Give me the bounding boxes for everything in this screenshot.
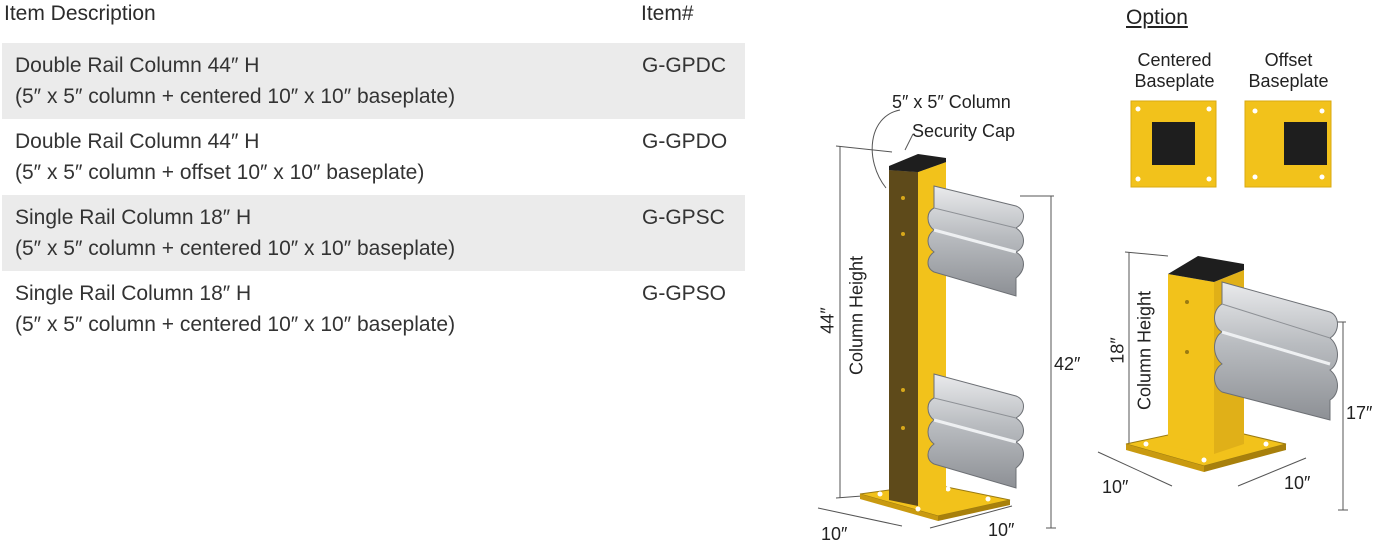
row-description: Double Rail Column 44″ H (5″ x 5″ column… bbox=[15, 126, 424, 188]
description-line2: (5″ x 5″ column + centered 10″ x 10″ bas… bbox=[15, 237, 456, 260]
short-column-front-face bbox=[1168, 274, 1214, 454]
tall-dimension-lines bbox=[817, 109, 1056, 529]
offset-label-line2: Baseplate bbox=[1248, 71, 1329, 91]
bolt bbox=[901, 426, 905, 430]
description-line1: Double Rail Column 44″ H bbox=[15, 54, 260, 77]
table-row: Single Rail Column 18″ H (5″ x 5″ column… bbox=[2, 271, 745, 347]
centered-label-line2: Baseplate bbox=[1134, 71, 1215, 91]
tall-column-front-face bbox=[889, 170, 918, 506]
cap-label-line1: 5″ x 5″ Column bbox=[892, 92, 1011, 112]
short-base-plate-edge bbox=[1204, 444, 1286, 472]
item-code: G-GPDC bbox=[642, 54, 726, 77]
description-line1: Single Rail Column 18″ H bbox=[15, 206, 252, 229]
description-line2: (5″ x 5″ column + centered 10″ x 10″ bas… bbox=[15, 313, 456, 336]
short-rail bbox=[1214, 281, 1338, 421]
offset-baseplate-label: Offset Baseplate bbox=[1242, 50, 1335, 92]
bolt bbox=[901, 232, 905, 236]
bolt-hole bbox=[1143, 441, 1149, 447]
tall-cap-top bbox=[889, 154, 946, 172]
tall-base-left-label: 10″ bbox=[821, 524, 848, 544]
short-security-cap bbox=[1168, 256, 1244, 282]
bolt bbox=[901, 196, 905, 200]
tall-base-plate-edge bbox=[860, 494, 938, 521]
item-code: G-GPSO bbox=[642, 282, 727, 305]
tall-base-plate-edge bbox=[938, 500, 1010, 521]
tall-lower-rail bbox=[927, 373, 1024, 489]
row-description: Single Rail Column 18″ H (5″ x 5″ column… bbox=[15, 278, 455, 340]
short-column-illustration bbox=[1097, 251, 1348, 511]
item-description-header: Item Description bbox=[4, 2, 156, 25]
item-code: G-GPDO bbox=[642, 130, 728, 153]
bolt-hole bbox=[877, 491, 883, 497]
bolt bbox=[1185, 300, 1189, 304]
item-code: G-GPSC bbox=[642, 206, 725, 229]
bolt bbox=[1185, 350, 1189, 354]
description-line2: (5″ x 5″ column + offset 10″ x 10″ basep… bbox=[15, 161, 425, 184]
short-base-left-label: 10″ bbox=[1102, 477, 1129, 497]
table-row: Double Rail Column 44″ H (5″ x 5″ column… bbox=[2, 43, 745, 119]
bolt-hole bbox=[945, 486, 951, 492]
row-description: Single Rail Column 18″ H (5″ x 5″ column… bbox=[15, 202, 455, 264]
bolt bbox=[901, 388, 905, 392]
centered-baseplate-label: Centered Baseplate bbox=[1128, 50, 1221, 92]
description-line1: Double Rail Column 44″ H bbox=[15, 130, 260, 153]
row-description: Double Rail Column 44″ H (5″ x 5″ column… bbox=[15, 50, 455, 112]
description-line1: Single Rail Column 18″ H bbox=[15, 282, 252, 305]
cap-label-line2: Security Cap bbox=[912, 121, 1016, 141]
table-row: Double Rail Column 44″ H (5″ x 5″ column… bbox=[2, 119, 745, 195]
table-row: Single Rail Column 18″ H (5″ x 5″ column… bbox=[2, 195, 745, 271]
short-dimension-lines bbox=[1097, 251, 1348, 511]
short-base-right-label: 10″ bbox=[1284, 473, 1311, 493]
tall-height-label: 44″ bbox=[817, 307, 838, 334]
short-rail-height-label: 17″ bbox=[1346, 403, 1373, 423]
product-table: Double Rail Column 44″ H (5″ x 5″ column… bbox=[2, 43, 745, 347]
tall-rail-height-label: 42″ bbox=[1054, 354, 1081, 374]
centered-baseplate-illustration bbox=[1130, 100, 1217, 188]
option-title: Option bbox=[1126, 6, 1188, 29]
tall-base-right-label: 10″ bbox=[988, 520, 1015, 540]
item-number-header: Item# bbox=[641, 2, 694, 25]
bolt-hole bbox=[915, 506, 921, 512]
centered-label-line1: Centered bbox=[1137, 50, 1212, 70]
bolt-hole bbox=[985, 496, 991, 502]
short-base-plate-edge bbox=[1126, 444, 1204, 472]
bolt-hole bbox=[1263, 441, 1269, 447]
short-height-label: 18″ bbox=[1107, 337, 1128, 364]
bolt-hole bbox=[1201, 457, 1207, 463]
short-column-height-label: Column Height bbox=[1134, 290, 1155, 411]
tall-upper-rail bbox=[927, 185, 1024, 297]
tall-column-illustration bbox=[817, 109, 1056, 529]
offset-label-line1: Offset bbox=[1264, 50, 1313, 70]
description-line2: (5″ x 5″ column + centered 10″ x 10″ bas… bbox=[15, 85, 456, 108]
offset-baseplate-illustration bbox=[1244, 100, 1332, 188]
tall-column-height-label: Column Height bbox=[846, 255, 867, 376]
